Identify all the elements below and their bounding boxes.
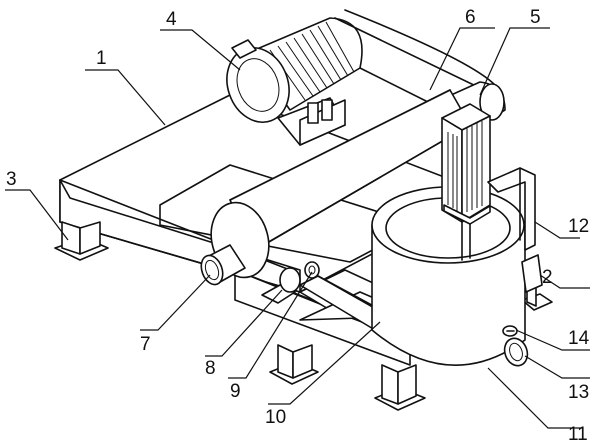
label-part-11: 11 [568,424,588,443]
stirrer-motor [441,103,491,225]
drum [200,89,471,286]
leader-lines [5,27,590,429]
label-part-7: 7 [140,334,151,355]
foot-middle [269,344,319,385]
label-part-14: 14 [568,328,590,349]
label-part-13: 13 [568,382,589,403]
label-part-9: 9 [230,381,241,402]
label-part-1: 1 [96,48,107,69]
label-part-10: 10 [265,407,286,428]
label-part-2: 2 [542,267,553,288]
foot-right [374,364,426,411]
part-labels: 1 2 3 4 5 6 7 8 9 10 11 12 13 14 [6,7,590,443]
label-part-5: 5 [530,7,541,28]
label-part-12: 12 [568,216,589,237]
label-part-3: 3 [6,169,17,190]
bearing-block [261,261,320,304]
foot-left [54,221,109,261]
label-part-4: 4 [166,9,177,30]
drain-valve [502,325,529,367]
label-part-6: 6 [465,7,476,28]
side-clamp [521,254,543,293]
label-part-8: 8 [205,358,216,379]
support-bracket [487,167,536,251]
motor [226,17,363,146]
